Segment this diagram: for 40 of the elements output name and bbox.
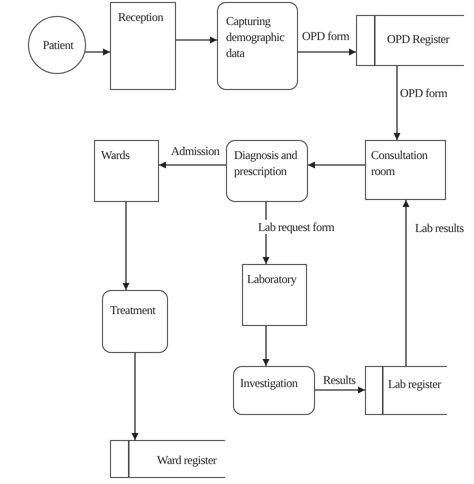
data-store — [110, 440, 225, 478]
node-label: Reception — [118, 9, 164, 26]
edge-label: Admission — [170, 144, 220, 158]
arrow — [308, 162, 365, 168]
arrow — [262, 326, 270, 366]
node-label: Diagnosis and prescription — [234, 147, 298, 180]
data-store — [356, 15, 464, 66]
process-rounded-box — [233, 366, 315, 415]
edge-label: OPD form — [301, 29, 350, 44]
arrow — [132, 353, 138, 440]
process-box — [365, 140, 446, 200]
node-label: Investigation — [240, 375, 299, 392]
arrow — [159, 162, 226, 168]
arrow — [394, 66, 400, 140]
process-box — [110, 2, 176, 90]
process-rounded-box — [217, 2, 298, 90]
arrow — [402, 200, 410, 366]
process-box — [94, 140, 159, 202]
process-rounded-box — [102, 290, 168, 353]
node-label: Treatment — [110, 302, 157, 318]
process-box — [242, 264, 307, 326]
arrow — [85, 48, 110, 56]
arrow — [176, 36, 217, 44]
edge-label: Lab request form — [257, 220, 336, 234]
node-label: Patient — [42, 37, 75, 54]
edge-label: Lab results — [414, 221, 465, 236]
arrow — [298, 48, 356, 56]
node-label: Capturing demographic data — [226, 13, 286, 62]
arrow — [315, 386, 365, 394]
node-label: Consultation room — [371, 147, 429, 180]
node-label: OPD Register — [387, 31, 450, 48]
edge-label: OPD form — [399, 86, 448, 100]
node-label: Ward register — [157, 452, 218, 468]
edge-label: Results — [322, 373, 357, 388]
process-rounded-box — [226, 140, 308, 202]
node-label: Lab register — [388, 376, 442, 392]
arrow — [122, 202, 130, 290]
data-store — [365, 366, 447, 415]
node-label: Wards — [101, 147, 130, 164]
node-label: Laboratory — [247, 271, 298, 288]
